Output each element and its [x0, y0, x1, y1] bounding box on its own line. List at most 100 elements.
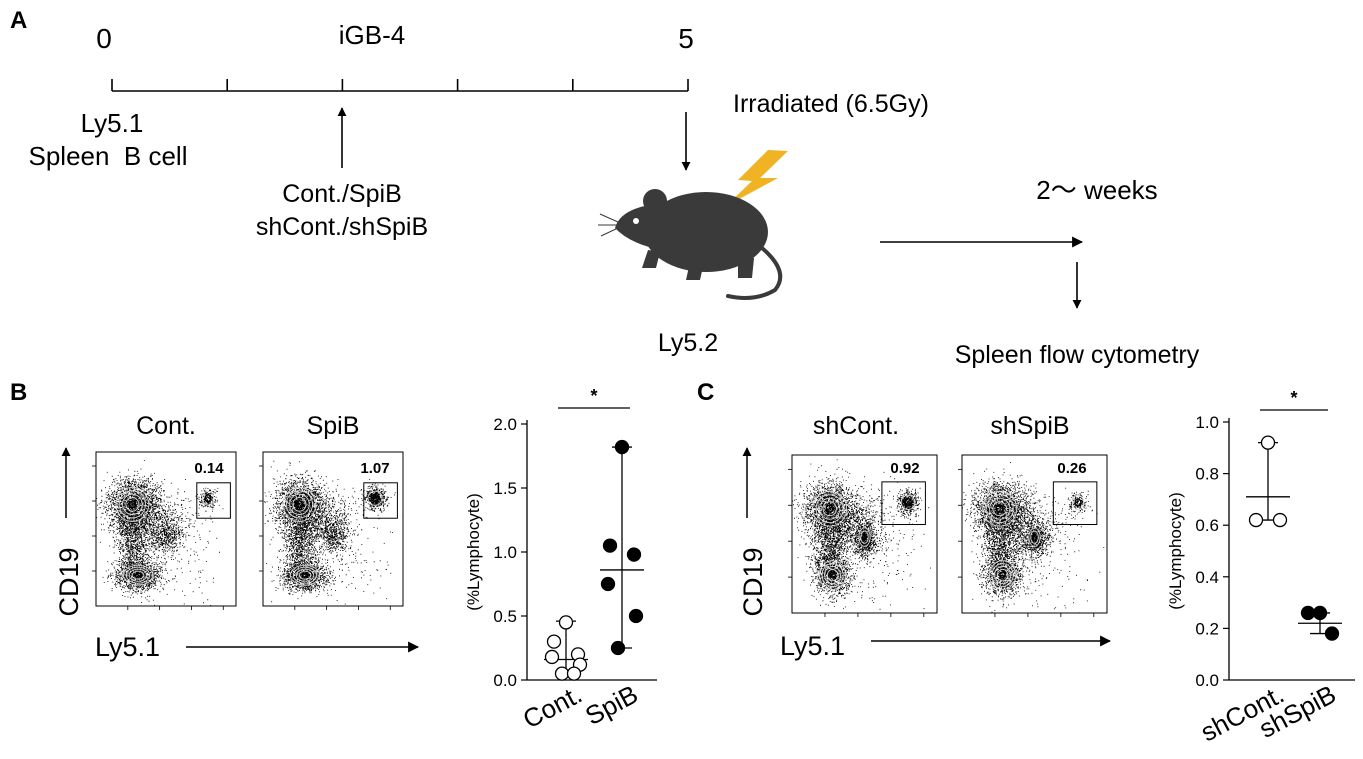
flow-contour: [128, 500, 137, 509]
flow-contour: [292, 497, 307, 512]
panel-c: C shCont. shSpiB 0.92 0.26 CD19 Ly5.1 0.…: [697, 379, 1355, 747]
gate-box: [196, 482, 231, 519]
data-point: [610, 640, 626, 656]
flow-contour: [995, 504, 1004, 513]
flow-contour: [992, 501, 1007, 517]
flow-contour: [996, 568, 1009, 582]
panel-b-letter: B: [10, 379, 27, 406]
flow-contour: [858, 527, 871, 547]
panel-a-letter: A: [10, 7, 27, 34]
y-tick-label: 0.0: [1195, 671, 1219, 690]
gate-box: [881, 481, 926, 526]
y-tick-label: 1.0: [493, 543, 517, 562]
flow-contour: [125, 497, 140, 512]
y-tick-label: 0.4: [1195, 568, 1219, 587]
irradiation-label: Irradiated (6.5Gy): [733, 90, 929, 118]
flow-contour: [860, 530, 869, 544]
donor-label-line2: Spleen B cell: [29, 141, 188, 171]
flow-contour: [812, 490, 848, 527]
y-tick-label: 0.2: [1195, 619, 1219, 638]
flow-contour: [900, 494, 916, 511]
gate-value-cont: 0.14: [194, 460, 224, 477]
flow-contour: [367, 490, 383, 506]
y-axis-label: (%Lymphocyte): [464, 493, 483, 610]
readout-label: Spleen flow cytometry: [955, 341, 1200, 369]
recipient-label: Ly5.2: [658, 329, 718, 357]
data-point: [566, 666, 582, 681]
flow-contour: [122, 493, 143, 516]
ly51-axis-label-c: Ly5.1: [780, 631, 845, 661]
flow-contour: [819, 497, 841, 520]
data-point: [600, 576, 616, 592]
transduction-label-line1: Cont./SpiB: [282, 180, 402, 208]
data-point: [544, 649, 560, 665]
flow-contour: [115, 486, 150, 522]
y-axis-label: (%Lymphocyte): [1166, 492, 1185, 609]
y-tick-label: 0.6: [1195, 516, 1219, 535]
flow-contour: [204, 494, 212, 503]
flow-contour: [301, 572, 309, 578]
flow-title-shcont: shCont.: [813, 412, 899, 440]
flow-contour: [999, 571, 1006, 579]
cd19-axis-label: CD19: [54, 547, 84, 616]
flow-contour: [829, 571, 836, 579]
flow-contour: [134, 572, 142, 578]
gate-box: [363, 482, 398, 519]
flow-contour: [1030, 530, 1039, 544]
duration-label: 2〜 weeks: [1036, 175, 1157, 205]
flow-contour: [292, 566, 318, 584]
data-point: [1248, 512, 1264, 528]
y-tick-label: 1.0: [1195, 413, 1219, 432]
flow-contour: [821, 563, 844, 588]
significance-star: *: [1290, 388, 1297, 408]
flow-contour: [1074, 498, 1082, 507]
flow-contour: [1071, 494, 1085, 511]
plot-contents: [263, 460, 403, 606]
flow-contour: [815, 494, 844, 524]
flow-contour: [122, 564, 154, 586]
plot-contents: [962, 462, 1105, 613]
flow-contour: [824, 566, 841, 585]
flow-contour: [985, 494, 1014, 524]
gate-value-shcont: 0.92: [890, 460, 919, 477]
plot-contents: [96, 460, 236, 606]
data-point: [602, 538, 618, 553]
donor-label-line1: Ly5.1: [81, 108, 144, 138]
flow-plot-cont: [92, 451, 237, 610]
cd19-axis-label-c: CD19: [738, 547, 768, 616]
flow-contour: [118, 490, 146, 519]
flow-contour: [289, 564, 321, 586]
flow-title-shspib: shSpiB: [990, 412, 1069, 440]
flow-contour: [295, 500, 304, 509]
dot-plot-b: 0.00.51.01.52.0(%Lymphocyte)Cont.SpiB*: [464, 386, 657, 734]
flow-contour: [131, 570, 145, 580]
flow-contour: [282, 486, 317, 522]
flow-events: [96, 460, 236, 606]
ly51-axis-label: Ly5.1: [95, 632, 160, 662]
flow-contour: [826, 568, 839, 582]
flow-contour: [202, 490, 214, 506]
mouse-icon: [598, 189, 783, 300]
x-category-label: Cont.: [518, 679, 587, 735]
data-point: [628, 608, 644, 624]
x-category-label: SpiB: [580, 679, 643, 731]
flow-contour: [128, 568, 148, 582]
flow-contour: [988, 560, 1017, 590]
gate-value-spib: 1.07: [360, 460, 389, 477]
y-tick-label: 0.8: [1195, 465, 1219, 484]
flow-plot-shspib: [958, 454, 1108, 617]
flow-contour: [989, 497, 1011, 520]
flow-contour: [295, 568, 315, 582]
flow-contour: [125, 566, 151, 584]
data-point: [558, 615, 574, 630]
data-point: [626, 547, 642, 562]
timeline-end-label: 5: [678, 23, 694, 54]
gate-value-shspib: 0.26: [1057, 460, 1086, 477]
flow-contour: [825, 504, 834, 513]
y-tick-label: 0.5: [493, 607, 517, 626]
data-point: [546, 634, 562, 649]
flow-plot-spib: [259, 451, 404, 610]
flow-plot-shcont: [788, 454, 938, 617]
flow-contour: [289, 493, 310, 516]
